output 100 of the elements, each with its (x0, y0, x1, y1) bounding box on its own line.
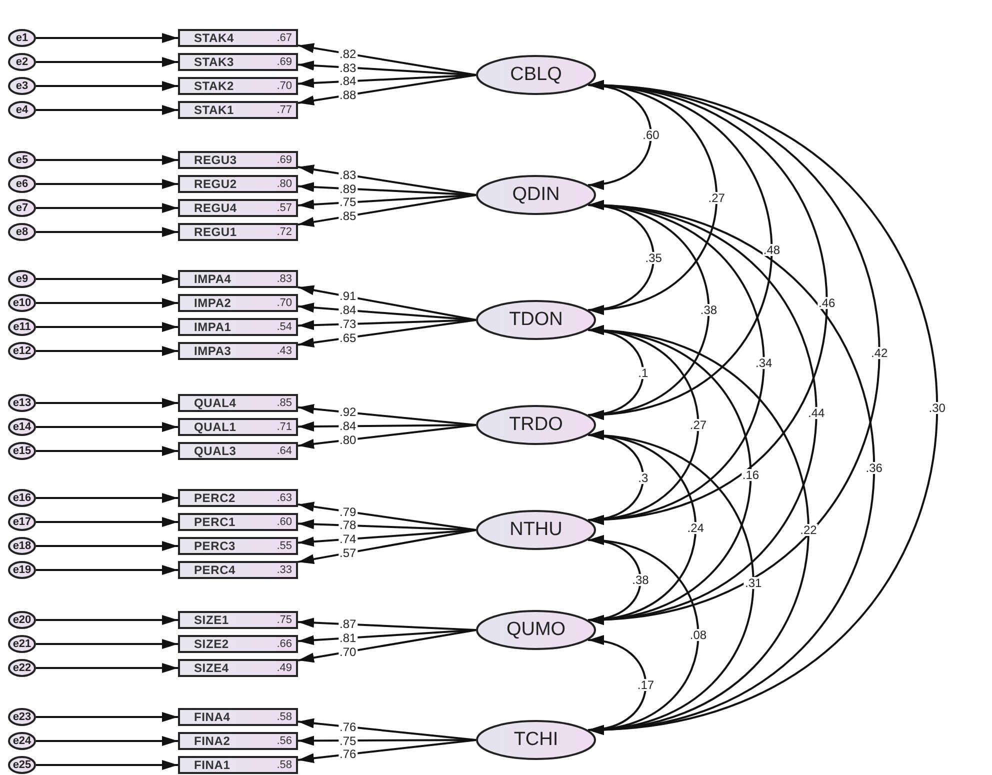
r-squared-value: .72 (276, 226, 292, 238)
latent-variable-ellipse (476, 510, 596, 550)
edge-label: .22 (799, 524, 818, 536)
arrow (298, 736, 476, 746)
arrow (36, 398, 178, 408)
variable-label: TDON (509, 309, 563, 331)
edge-label: .34 (754, 356, 774, 368)
variable-label: QDIN (512, 184, 560, 206)
r-squared-value: .57 (276, 202, 292, 214)
variable-label: e14 (12, 421, 32, 433)
latent-variable-ellipse (476, 55, 596, 95)
covariance-arrow (588, 82, 938, 734)
arrow (298, 424, 476, 449)
indicator-box (178, 732, 298, 750)
error-term-circle (8, 611, 36, 629)
error-term-circle (8, 418, 36, 436)
arrow (36, 736, 178, 746)
arrow (36, 105, 178, 115)
error-term-circle (8, 270, 36, 288)
indicator-box (178, 635, 298, 653)
r-squared-value: .56 (276, 735, 292, 747)
arrow (298, 43, 476, 76)
variable-label: IMPA4 (194, 272, 232, 286)
variable-label: e4 (16, 104, 28, 116)
r-squared-value: .55 (276, 540, 292, 552)
edge-label: .38 (699, 304, 718, 316)
error-term-circle (8, 77, 36, 95)
error-term-circle (8, 489, 36, 507)
covariance-arrow (588, 326, 810, 734)
arrow (298, 319, 476, 348)
variable-label: NTHU (510, 519, 562, 541)
edge-label: .73 (338, 318, 358, 330)
arrow (36, 712, 178, 722)
arrow (36, 346, 178, 356)
arrow (36, 57, 178, 67)
variable-label: QUAL3 (194, 444, 236, 458)
error-term-circle (8, 318, 36, 336)
error-term-circle (8, 635, 36, 653)
latent-variable-ellipse (476, 175, 596, 215)
variable-label: PERC4 (194, 563, 236, 577)
error-term-circle (8, 394, 36, 412)
indicator-box (178, 489, 298, 507)
arrow (298, 529, 476, 547)
variable-label: REGU3 (194, 153, 237, 167)
indicator-box (178, 29, 298, 47)
indicator-box (178, 318, 298, 336)
arrow (36, 541, 178, 551)
edge-label: .27 (707, 192, 726, 204)
edge-label: .83 (338, 62, 358, 74)
indicator-box (178, 77, 298, 95)
latent-variable-ellipse (476, 300, 596, 340)
variable-label: e13 (12, 397, 32, 409)
variable-label: QUAL4 (194, 396, 236, 410)
variable-label: PERC1 (194, 515, 236, 529)
variable-label: IMPA2 (194, 296, 232, 310)
variable-label: SIZE2 (194, 637, 229, 651)
arrow (298, 739, 476, 764)
arrow (298, 164, 476, 196)
variable-label: TRDO (509, 414, 563, 436)
arrow (36, 179, 178, 189)
indicator-box (178, 294, 298, 312)
edge-label: .83 (338, 168, 358, 181)
arrow (298, 421, 476, 432)
arrow (36, 81, 178, 91)
arrow (36, 422, 178, 432)
variable-label: FINA4 (194, 710, 230, 724)
variable-label: REGU1 (194, 225, 237, 239)
indicator-box (178, 418, 298, 436)
error-term-circle (8, 756, 36, 774)
edge-label: .75 (338, 734, 358, 747)
variable-label: e2 (16, 56, 28, 68)
edge-label: .70 (338, 646, 358, 658)
indicator-box (178, 513, 298, 531)
r-squared-value: .66 (276, 638, 292, 650)
covariance-arrow (588, 202, 875, 734)
variable-label: SIZE1 (194, 613, 229, 627)
edge-label: .84 (338, 304, 358, 316)
edge-label: .84 (338, 75, 358, 88)
variable-label: QUMO (506, 619, 566, 641)
variable-label: e8 (16, 226, 28, 238)
arrow (298, 285, 476, 321)
arrow (298, 502, 476, 531)
error-term-circle (8, 199, 36, 217)
arrow (298, 529, 476, 564)
variable-label: e20 (12, 614, 32, 626)
latent-variable-ellipse (476, 405, 596, 445)
error-term-circle (8, 732, 36, 750)
error-term-circle (8, 659, 36, 677)
edge-label: .80 (338, 434, 358, 446)
latent-variable-ellipse (476, 720, 596, 760)
error-term-circle (8, 223, 36, 241)
variable-label: e22 (12, 662, 32, 674)
variable-label: e15 (12, 445, 32, 457)
r-squared-value: .77 (276, 104, 292, 116)
variable-label: e18 (12, 540, 32, 552)
edge-label: .91 (338, 290, 358, 302)
edge-label: .36 (864, 462, 884, 474)
edge-label: .79 (338, 506, 358, 518)
edge-label: .92 (338, 406, 358, 418)
edge-label: .88 (338, 89, 358, 102)
